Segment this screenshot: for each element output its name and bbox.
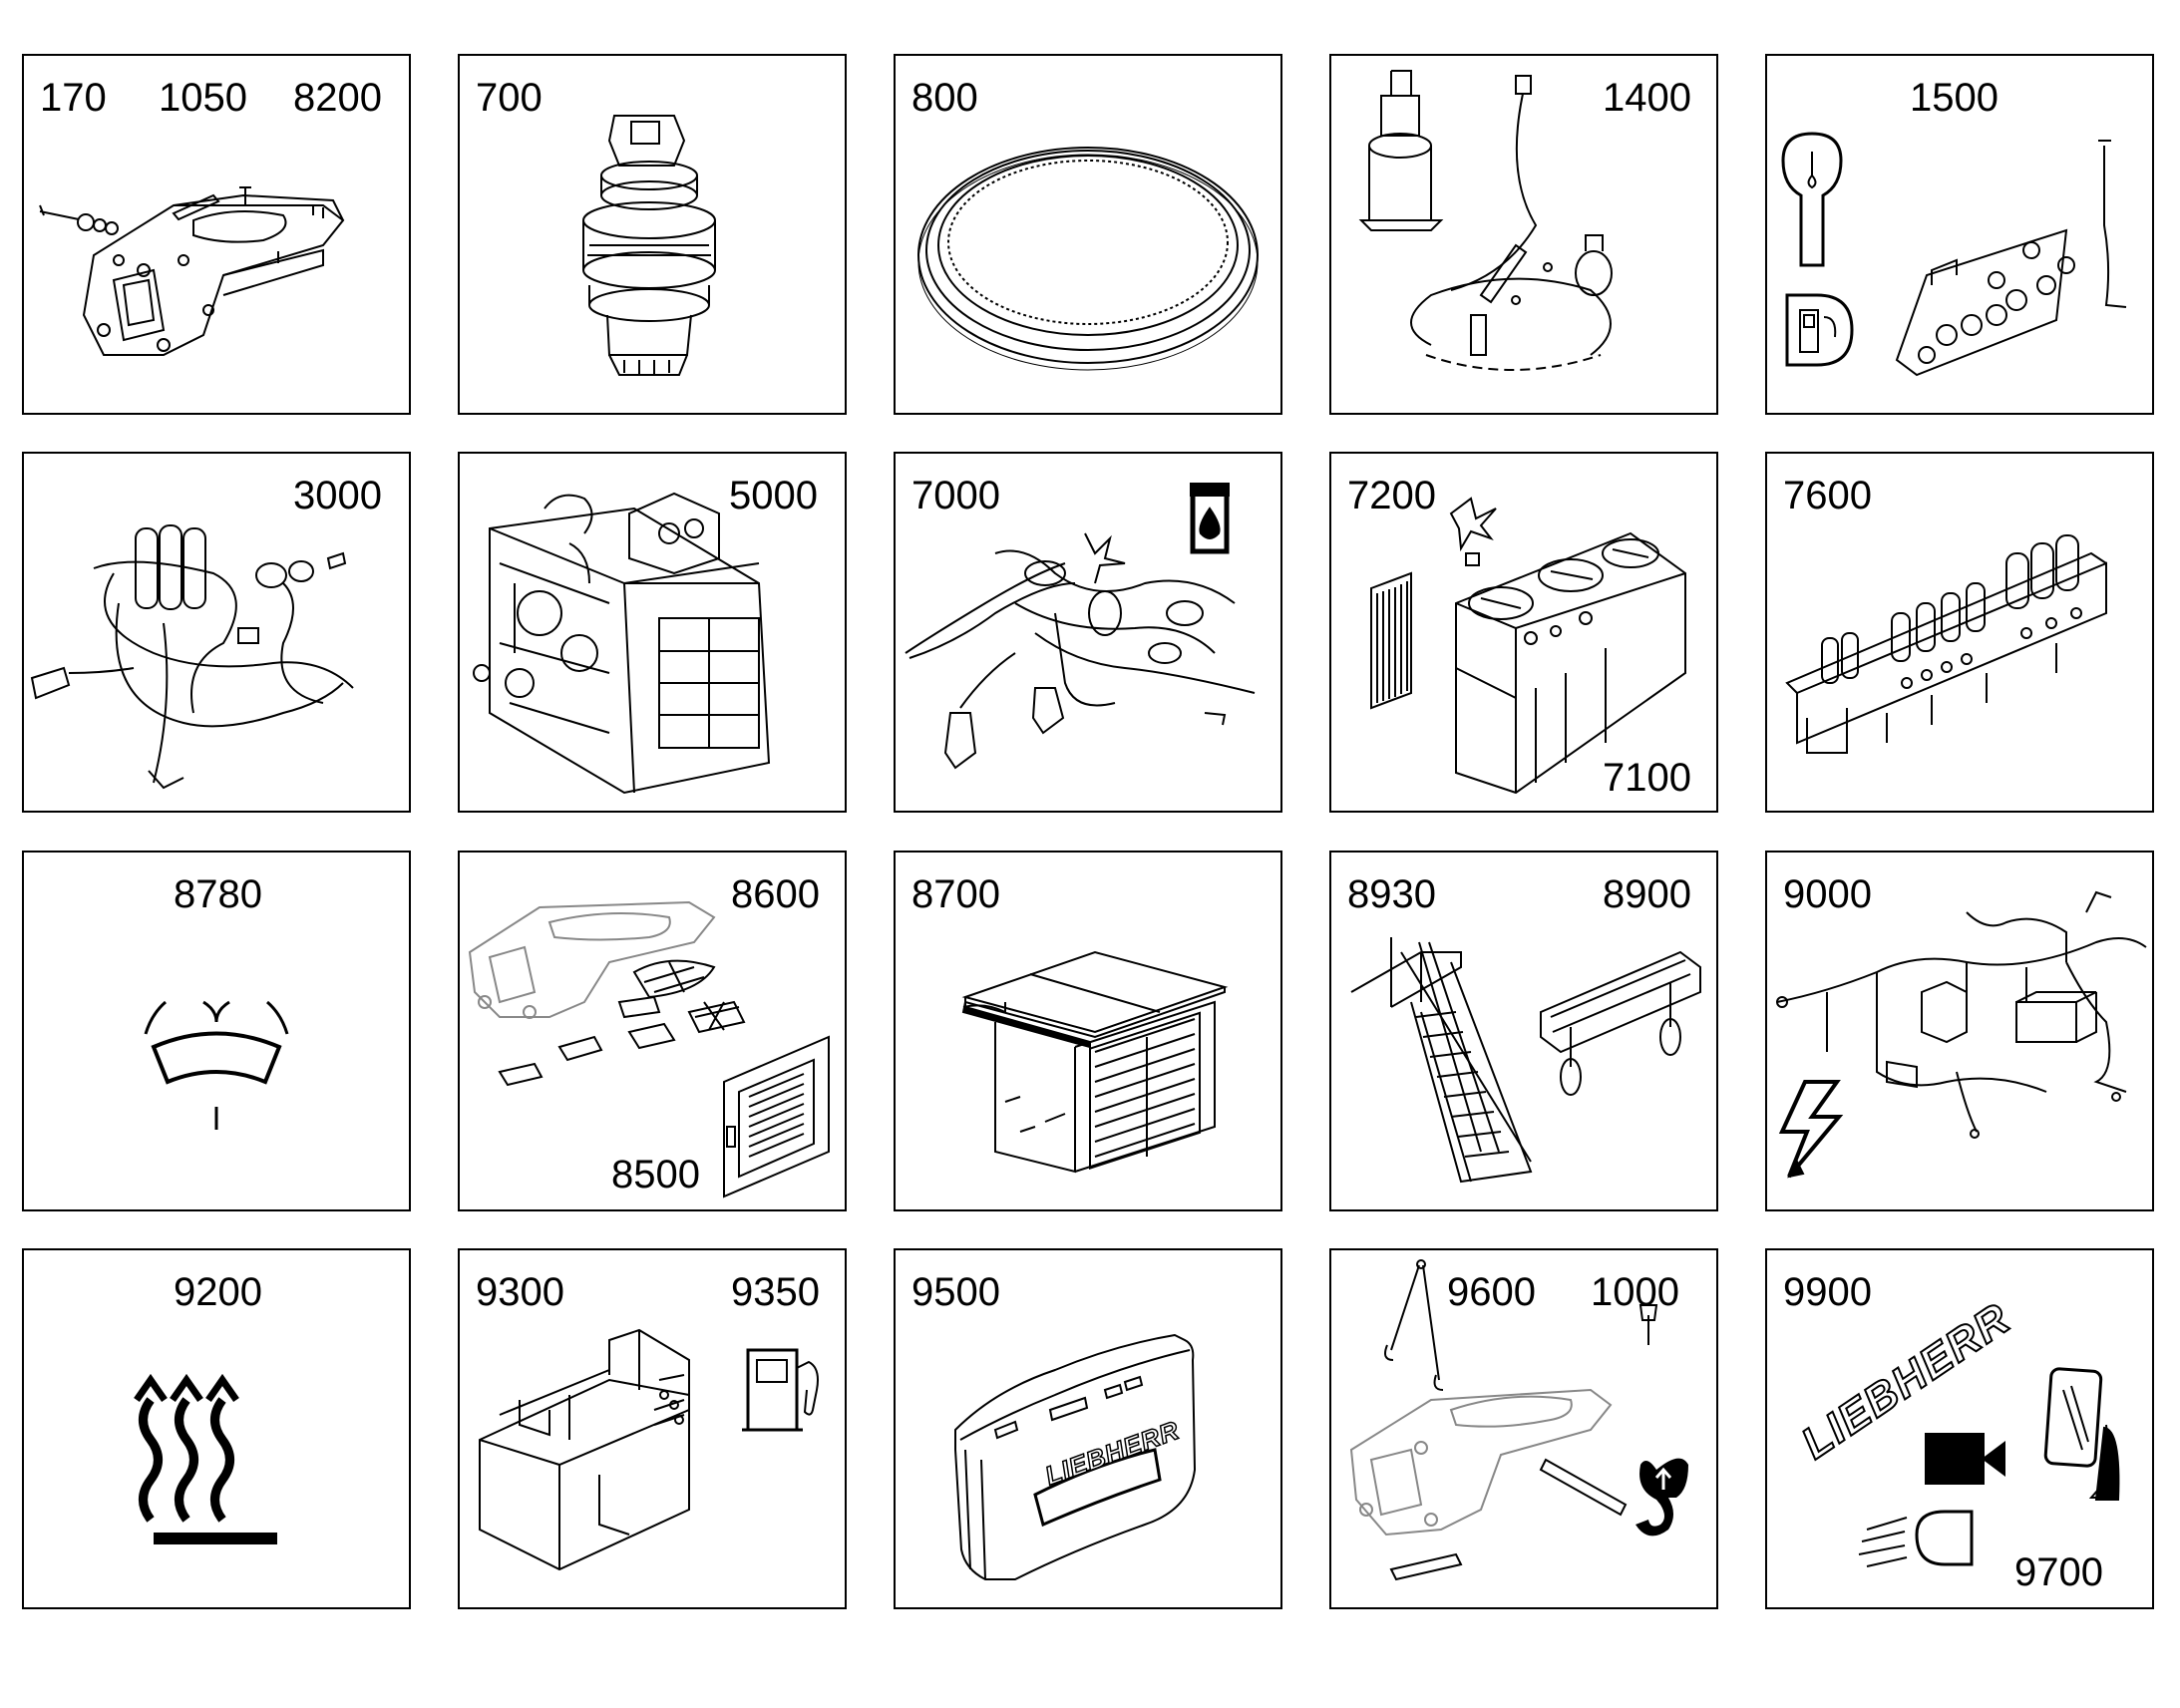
covers-and-grille-icon bbox=[460, 853, 845, 1209]
tile-engine-module[interactable]: 5000 bbox=[458, 452, 847, 813]
part-number: 3000 bbox=[293, 474, 382, 517]
part-number: 1400 bbox=[1603, 76, 1691, 120]
part-number: 8700 bbox=[911, 872, 1000, 916]
part-number: 9900 bbox=[1783, 1270, 1872, 1314]
ladder-and-railing-icon bbox=[1331, 853, 1716, 1209]
part-number: 9300 bbox=[476, 1270, 564, 1314]
part-number: 5000 bbox=[729, 474, 818, 517]
control-valve-block-icon bbox=[1767, 56, 2152, 413]
part-number: 1050 bbox=[159, 76, 247, 120]
lifting-gear-icon bbox=[1331, 1250, 1688, 1607]
fuel-tank-icon bbox=[460, 1250, 845, 1607]
operator-cab-icon bbox=[896, 853, 1280, 1209]
tile-control-valve-block[interactable]: 1500 bbox=[1765, 54, 2154, 415]
tile-fuel-tank[interactable]: 9300 9350 bbox=[458, 1248, 847, 1609]
part-number: 8780 bbox=[174, 872, 262, 916]
tile-heating[interactable]: 9200 bbox=[22, 1248, 411, 1609]
counterweight-icon bbox=[896, 1250, 1280, 1607]
part-number: 9350 bbox=[731, 1270, 820, 1314]
part-number: 9000 bbox=[1783, 872, 1872, 916]
central-lubrication-icon bbox=[1331, 56, 1716, 413]
tile-decals-camera-mirror[interactable]: 9900 9700 LIEBHERR bbox=[1765, 1248, 2154, 1609]
part-number: 9700 bbox=[2014, 1550, 2103, 1594]
part-number: 1000 bbox=[1591, 1270, 1679, 1314]
part-number: 8600 bbox=[731, 872, 820, 916]
tile-hydraulic-piping[interactable]: 7000 bbox=[894, 452, 1282, 813]
part-number: 170 bbox=[40, 76, 107, 120]
tile-control-block[interactable]: 7600 bbox=[1765, 452, 2154, 813]
tile-lifting-gear[interactable]: 9600 1000 bbox=[1329, 1248, 1718, 1609]
heating-icon bbox=[24, 1250, 277, 1544]
electrical-system-icon bbox=[1767, 853, 2152, 1209]
part-number: 8200 bbox=[293, 76, 382, 120]
part-number: 7600 bbox=[1783, 474, 1872, 517]
tile-slewing-ring[interactable]: 800 bbox=[894, 54, 1282, 415]
part-number: 800 bbox=[911, 76, 978, 120]
tile-electrical-system[interactable]: 9000 bbox=[1765, 851, 2154, 1211]
tile-covers-and-grille[interactable]: 8600 8500 bbox=[458, 851, 847, 1211]
engine-module-icon bbox=[460, 454, 845, 811]
part-number: 700 bbox=[476, 76, 543, 120]
decals-camera-mirror-icon bbox=[1767, 1250, 2152, 1607]
hydraulic-tank-cooler-icon bbox=[1331, 454, 1716, 811]
tile-ladder-and-railing[interactable]: 8930 8900 bbox=[1329, 851, 1718, 1211]
part-number: 9500 bbox=[911, 1270, 1000, 1314]
tile-cable-harness[interactable]: 3000 bbox=[22, 452, 411, 813]
slewing-ring-icon bbox=[896, 56, 1280, 413]
slewing-gear-motor-icon bbox=[460, 56, 845, 413]
part-number: 7200 bbox=[1347, 474, 1436, 517]
uppercarriage-frame-icon bbox=[24, 56, 409, 413]
part-number: 8900 bbox=[1603, 872, 1691, 916]
hydraulic-piping-icon bbox=[896, 454, 1280, 811]
part-number: 9600 bbox=[1447, 1270, 1536, 1314]
tile-uppercarriage-frame[interactable]: 170 1050 8200 bbox=[22, 54, 411, 415]
windshield-wiper-icon bbox=[24, 853, 409, 1209]
part-number: 7000 bbox=[911, 474, 1000, 517]
tile-counterweight[interactable]: 9500 LIEBHERR bbox=[894, 1248, 1282, 1609]
tile-operator-cab[interactable]: 8700 bbox=[894, 851, 1282, 1211]
part-number: 7100 bbox=[1603, 756, 1691, 800]
part-number: 9200 bbox=[174, 1270, 262, 1314]
part-number: 1500 bbox=[1910, 76, 1998, 120]
control-block-icon bbox=[1767, 454, 2152, 811]
part-number: 8930 bbox=[1347, 872, 1436, 916]
tile-windshield-wiper[interactable]: 8780 bbox=[22, 851, 411, 1211]
tile-slewing-gear-motor[interactable]: 700 bbox=[458, 54, 847, 415]
tile-hydraulic-tank-cooler[interactable]: 7200 7100 bbox=[1329, 452, 1718, 813]
cable-harness-icon bbox=[24, 454, 409, 811]
tile-central-lubrication[interactable]: 1400 bbox=[1329, 54, 1718, 415]
part-number: 8500 bbox=[611, 1153, 700, 1196]
